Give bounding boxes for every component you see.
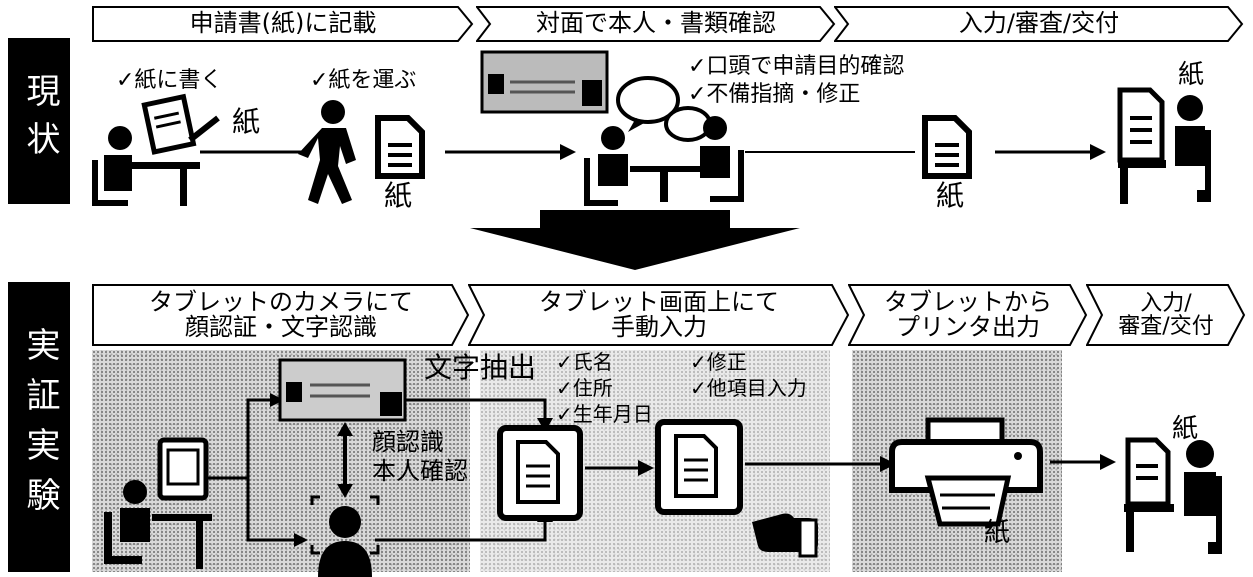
step-current-3: 入力/審査/交付 (834, 6, 1244, 42)
step-current-2-label: 対面で本人・書類確認 (536, 9, 776, 38)
id-card-icon-top (480, 50, 609, 114)
step-exp-1-line2: 顔認証・文字認識 (185, 313, 377, 341)
step-exp-3-text: タブレットからプリンタ出力 (884, 287, 1052, 341)
person-writing-icon (92, 93, 220, 206)
note-point-out-fix: ✓不備指摘・修正 (688, 82, 861, 107)
step-exp-4-line1: 入力/ (1140, 290, 1192, 316)
note-write-paper: ✓紙に書く (116, 68, 223, 93)
experiment-sidebar: 実証実験 (8, 282, 70, 572)
step-exp-1-text: タブレットのカメラにて顔認証・文字認識 (149, 287, 413, 341)
step-current-3-label: 入力/審査/交付 (958, 9, 1120, 38)
step-exp-2-line2: 手動入力 (611, 313, 707, 341)
paper-label-5: 紙 (984, 518, 1011, 548)
meeting-people-icon (584, 116, 744, 206)
clerk-icon-top (1117, 87, 1211, 204)
step-exp-3-line2: プリンタ出力 (896, 313, 1040, 341)
document-icon-2 (922, 115, 972, 179)
exp-bg-3 (852, 350, 1062, 572)
text-extraction-label: 文字抽出 (424, 351, 537, 384)
edit-item-other: ✓他項目入力 (690, 376, 807, 400)
step-exp-4-text: 入力/審査/交付 (1118, 292, 1213, 338)
step-exp-3-line1: タブレットから (884, 287, 1052, 316)
experiment-label: 実証実験 (19, 327, 60, 527)
clerk-icon-bottom (1124, 437, 1222, 554)
step-exp-2-text: タブレット画面上にて手動入力 (539, 287, 779, 341)
step-exp-2: タブレット画面上にて手動入力 (468, 284, 850, 346)
extract-item-birthdate: ✓生年月日 (556, 402, 653, 426)
edit-item-fix: ✓修正 (690, 350, 747, 374)
paper-label-1: 紙 (232, 105, 261, 138)
paper-label-4: 紙 (1178, 60, 1205, 90)
step-current-1: 申請書(紙)に記載 (92, 6, 474, 42)
note-carry-paper: ✓紙を運ぶ (310, 68, 417, 93)
step-exp-3: タブレットからプリンタ出力 (848, 284, 1088, 346)
current-state-label: 現状 (19, 73, 60, 169)
face-label-line1: 顔認識 (372, 428, 444, 456)
paper-label-3: 紙 (936, 179, 965, 212)
walking-person-icon (298, 100, 356, 204)
step-current-2: 対面で本人・書類確認 (476, 6, 836, 42)
face-recognition-label: 顔認識 本人確認 (372, 428, 468, 486)
step-exp-4-line2: 審査/交付 (1118, 314, 1214, 339)
step-exp-2-line1: タブレット画面上にて (539, 287, 779, 316)
document-icon-1 (375, 115, 425, 179)
paper-label-6: 紙 (1172, 414, 1199, 444)
current-state-sidebar: 現状 (8, 38, 70, 204)
transition-arrow (470, 210, 800, 270)
note-verbal-purpose: ✓口頭で申請目的確認 (688, 54, 905, 79)
extract-item-name: ✓氏名 (556, 350, 613, 374)
step-exp-1: タブレットのカメラにて顔認証・文字認識 (92, 284, 470, 346)
paper-label-2: 紙 (384, 179, 413, 212)
face-label-line2: 本人確認 (372, 456, 468, 485)
step-exp-4: 入力/審査/交付 (1086, 284, 1246, 346)
step-current-1-label: 申請書(紙)に記載 (189, 9, 377, 38)
step-exp-1-line1: タブレットのカメラにて (149, 287, 413, 316)
extract-item-address: ✓住所 (556, 376, 613, 400)
